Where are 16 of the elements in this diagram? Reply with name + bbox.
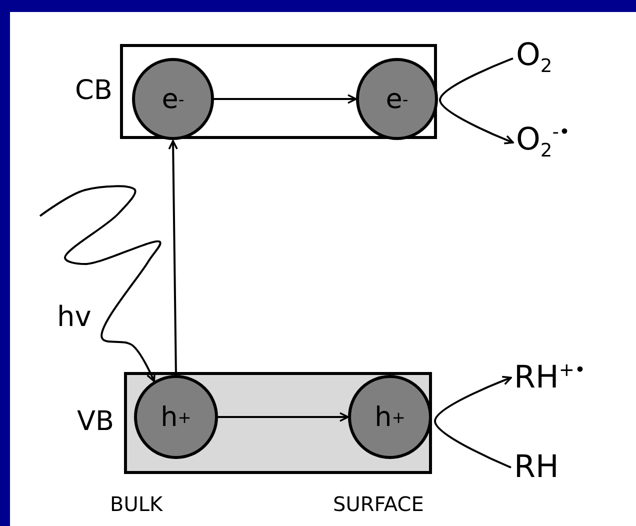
charge-carrier: e$^{-}$ [132, 58, 214, 140]
arrow [434, 376, 512, 468]
charge-carrier: h$^{+}$ [348, 375, 432, 459]
band-label: CB [75, 74, 112, 106]
species-label: RH$^{+•}$ [514, 362, 586, 394]
arrow [439, 57, 514, 144]
charge-carrier: e$^{-}$ [356, 58, 438, 140]
species-label: RH [514, 452, 559, 483]
band-label: VB [77, 406, 114, 437]
charge-carrier: h$^{+}$ [134, 375, 218, 459]
arrow [218, 412, 349, 422]
region-label: SURFACE [333, 492, 424, 516]
arrow [214, 94, 357, 104]
region-label: BULK [110, 492, 163, 516]
light-wave-arrow [39, 185, 162, 382]
species-label: O$_{2}$ [516, 40, 552, 77]
